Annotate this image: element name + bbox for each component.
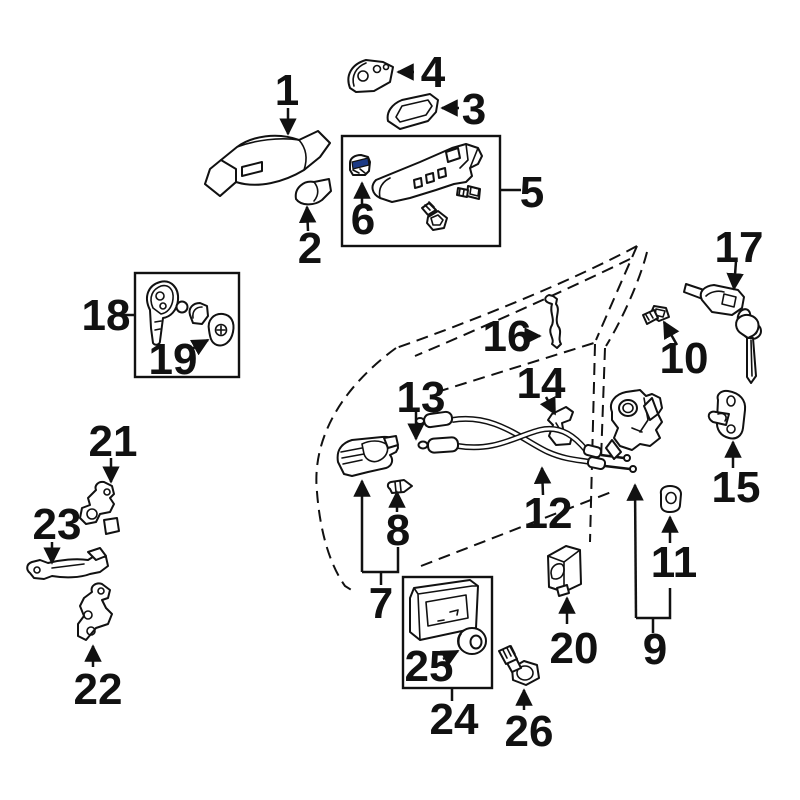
screw-illustration-b	[421, 201, 448, 231]
callout-11: 11	[651, 538, 698, 587]
callout-26: 26	[505, 707, 554, 756]
callout-12-arrow	[533, 466, 552, 496]
callout-24: 24	[430, 695, 479, 744]
lock-cylinder-keys-illustration	[683, 283, 762, 384]
lock-cables-illustration	[415, 410, 637, 473]
callout-3: 3	[462, 85, 486, 134]
callout-2-arrow	[298, 205, 317, 232]
grommet-25-illustration	[457, 627, 487, 655]
master-key-illustration	[146, 280, 180, 346]
callout-leaders	[43, 63, 744, 710]
callout-20: 20	[550, 624, 599, 673]
bezel-illustration	[409, 579, 479, 641]
exterior-door-handle-illustration	[204, 130, 331, 197]
callout-22: 22	[74, 665, 123, 714]
callout-2: 2	[298, 224, 322, 273]
key-cover-illustration	[188, 302, 209, 325]
highlighted-clip-illustration	[349, 154, 371, 176]
callout-9-bracket	[636, 588, 672, 633]
bolt-26-illustration	[498, 645, 540, 686]
transmitter-cover-illustration	[207, 312, 235, 347]
callout-14-arrow	[539, 395, 557, 416]
callout-19-arrow	[189, 338, 210, 356]
screw-illustration-a	[456, 185, 481, 200]
lock-cover-illustration	[547, 545, 582, 597]
callout-10-arrow	[662, 320, 680, 346]
screw-pin-illustration	[386, 479, 413, 494]
door-outline-dashed	[315, 245, 648, 592]
group-box-18	[133, 271, 241, 379]
lower-hinge-illustration	[77, 582, 113, 641]
door-check-illustration	[26, 547, 109, 580]
callout-1: 1	[275, 66, 299, 115]
callout-5: 5	[520, 168, 544, 217]
callout-7-bracket	[362, 547, 400, 585]
bolt-10-illustration	[642, 305, 670, 325]
callout-12: 12	[524, 489, 573, 538]
callout-7: 7	[369, 579, 393, 628]
callout-17-arrow	[726, 260, 744, 291]
callout-25: 25	[405, 642, 454, 691]
key-ring-illustration	[175, 300, 189, 314]
callout-9: 9	[643, 625, 667, 674]
striker-illustration	[707, 389, 747, 440]
handle-frame-illustration	[371, 143, 483, 203]
callout-15: 15	[712, 463, 761, 512]
callout-18: 18	[82, 291, 131, 340]
handle-bracket-illustration	[347, 59, 394, 93]
handle-pad-illustration	[386, 93, 439, 130]
callout-13: 13	[397, 373, 446, 422]
callout-16: 16	[483, 312, 532, 361]
upper-hinge-illustration	[79, 480, 120, 535]
grommet-11-illustration	[659, 485, 682, 513]
callout-14: 14	[517, 359, 566, 408]
callout-23: 23	[33, 500, 82, 549]
interior-handle-illustration	[336, 435, 399, 477]
callout-labels: 1 2 3 4 5 6 7 8 9 10 11 12 13 14 15 16 1…	[33, 48, 764, 756]
handle-cap-illustration	[294, 178, 332, 206]
callout-21: 21	[89, 417, 138, 466]
callout-9-arrow	[626, 483, 644, 619]
lock-rod-illustration	[544, 294, 562, 349]
callout-8: 8	[386, 506, 410, 555]
callout-4: 4	[421, 48, 446, 97]
callout-17: 17	[715, 223, 764, 272]
lock-actuator-illustration	[605, 389, 663, 460]
callout-10: 10	[660, 334, 709, 383]
callout-25-arrow	[439, 649, 460, 667]
group-box-24	[401, 575, 494, 690]
callout-19: 19	[149, 335, 198, 384]
callout-6: 6	[351, 195, 375, 244]
